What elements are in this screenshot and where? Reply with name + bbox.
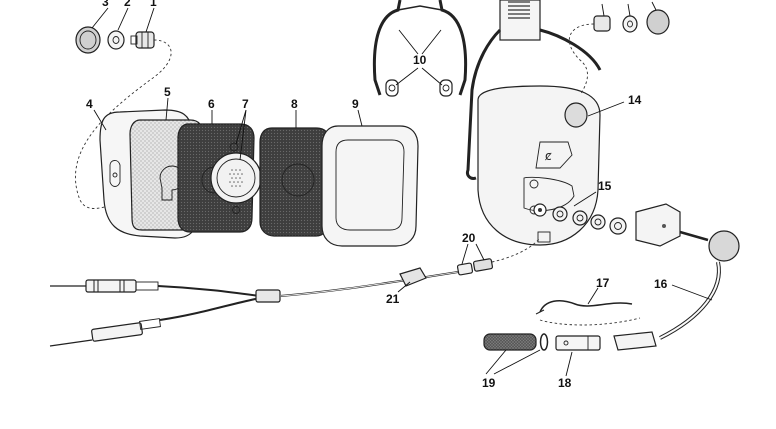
cable-assembly [49, 237, 541, 347]
callout-20: 20 [462, 231, 476, 245]
mic-wire-part-17 [535, 299, 641, 326]
ear-seal-cushion-part-9 [321, 125, 419, 247]
callout-14: 14 [628, 93, 642, 107]
internal-wire-dashed [74, 39, 172, 209]
callout-15: 15 [598, 179, 612, 193]
callout-6: 6 [208, 97, 215, 111]
callout-18: 18 [558, 376, 572, 390]
callout-5: 5 [164, 85, 171, 99]
svg-text:ȼ: ȼ [545, 149, 552, 163]
leader-21 [397, 281, 411, 293]
callout-4: 4 [86, 97, 93, 111]
plug-part-18 [555, 335, 601, 351]
leader-7 [235, 109, 247, 161]
callout-16: 16 [654, 277, 668, 291]
windscreen-part-19 [483, 333, 549, 351]
ear-seal-insert-part-8 [259, 127, 331, 237]
ear-cup-cap-part-3 [75, 26, 101, 54]
connector-plug-part-1 [130, 31, 155, 49]
leader-2 [117, 7, 129, 31]
leader-18 [565, 351, 573, 377]
callout-19: 19 [482, 376, 496, 390]
leader-20 [461, 243, 485, 265]
washer-part-2 [107, 30, 125, 50]
callout-7: 7 [242, 97, 249, 111]
leader-19 [485, 349, 541, 375]
callout-2: 2 [124, 0, 131, 9]
leader-10-top [398, 29, 442, 55]
leader-16 [671, 284, 713, 301]
leader-17 [587, 287, 599, 305]
callout-9: 9 [352, 97, 359, 111]
mic-mount-washers-part-15 [533, 203, 681, 247]
callout-10: 10 [413, 53, 427, 67]
leader-9 [357, 109, 363, 127]
callout-21: 21 [386, 292, 400, 306]
leader-14 [587, 101, 625, 117]
right-ear-cup-assembly: ȼ [466, 0, 602, 246]
callout-3: 3 [102, 0, 109, 9]
leader-10-bottom [395, 67, 443, 86]
top-right-connector-parts [568, 1, 670, 96]
boom-microphone-part-16 [613, 230, 740, 351]
callout-17: 17 [596, 276, 610, 290]
leader-4 [93, 109, 107, 131]
leader-1 [145, 7, 155, 33]
callout-8: 8 [291, 97, 298, 111]
headband-bracket-part-10 [372, 0, 468, 97]
leader-15 [573, 191, 597, 207]
callout-1: 1 [150, 0, 157, 9]
earphone-speaker-part-7 [210, 142, 262, 214]
leader-3 [91, 7, 109, 29]
leader-5 [165, 97, 169, 121]
